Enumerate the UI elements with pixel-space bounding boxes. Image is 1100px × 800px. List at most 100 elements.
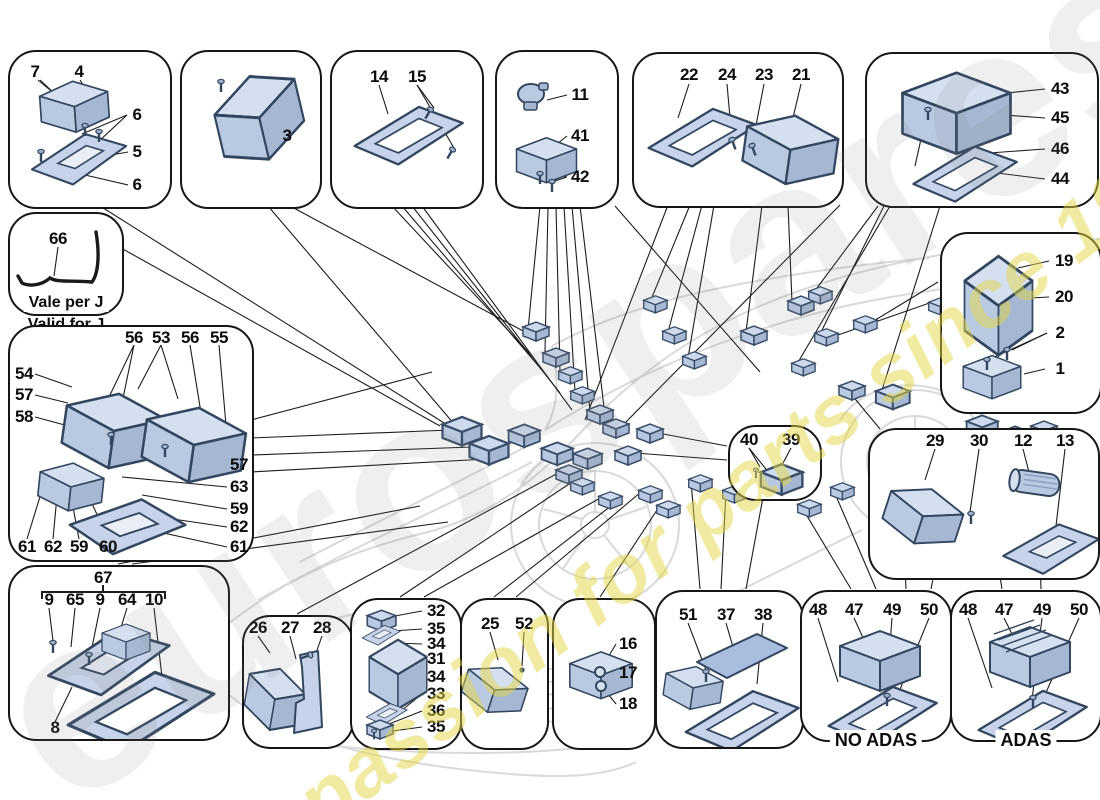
- callout-51: 51: [679, 605, 697, 624]
- panel-11-art: [877, 448, 1098, 575]
- leader-lines: [99, 204, 1042, 615]
- callout-45: 45: [1051, 108, 1069, 127]
- callout-29: 29: [926, 431, 944, 450]
- callout-16: 16: [619, 634, 637, 653]
- callout-55: 55: [210, 328, 228, 347]
- callout-34: 34: [427, 667, 445, 686]
- callout-64: 64: [118, 590, 136, 609]
- callout-34: 34: [427, 634, 445, 653]
- callout-21: 21: [792, 65, 810, 84]
- callout-57: 57: [230, 455, 248, 474]
- callout-47: 47: [995, 600, 1013, 619]
- callout-66: 66: [49, 229, 67, 248]
- callout-25: 25: [481, 614, 499, 633]
- callout-30: 30: [970, 431, 988, 450]
- callout-24: 24: [718, 65, 736, 84]
- callout-47: 47: [845, 600, 863, 619]
- panel-17-art: [660, 622, 800, 747]
- callout-56: 56: [125, 328, 143, 347]
- callout-26: 26: [249, 618, 267, 637]
- callout-52: 52: [515, 614, 533, 633]
- parts-panel-9: 19 20 2 1: [940, 232, 1100, 414]
- callout-50: 50: [1070, 600, 1088, 619]
- callout-49: 49: [883, 600, 901, 619]
- callout-6: 6: [132, 105, 142, 124]
- callout-23: 23: [755, 65, 773, 84]
- callout-7: 7: [30, 62, 40, 81]
- callout-8: 8: [50, 718, 60, 737]
- callout-56: 56: [181, 328, 199, 347]
- callout-32: 32: [427, 601, 445, 620]
- parts-panel-2: 3: [180, 50, 322, 209]
- callout-1: 1: [1055, 359, 1065, 378]
- parts-panel-14: 32 35 34 31 34 33 36 35: [350, 598, 462, 750]
- callout-43: 43: [1051, 79, 1069, 98]
- panel-1-art: [28, 78, 130, 189]
- callout-59: 59: [70, 537, 88, 556]
- panel-5-art: [647, 83, 842, 192]
- callout-62: 62: [230, 517, 248, 536]
- adas-label: ADAS: [995, 730, 1057, 751]
- callout-4: 4: [74, 62, 84, 81]
- panel-8-art: [26, 344, 250, 560]
- parts-panel-18-no-adas: 48 47 49 50 NO ADAS: [800, 590, 952, 751]
- callout-65: 65: [66, 590, 84, 609]
- callout-42: 42: [571, 167, 589, 186]
- panel-15-art: [462, 631, 533, 723]
- parts-panel-4: 11 41 42: [495, 50, 619, 209]
- callout-10: 10: [145, 590, 163, 609]
- callout-39: 39: [782, 430, 800, 449]
- callout-36: 36: [427, 701, 445, 720]
- callout-18: 18: [619, 694, 637, 713]
- panel-6-art: [901, 71, 1046, 203]
- panel-12-art: [41, 585, 216, 739]
- callout-40: 40: [740, 430, 758, 449]
- panel-10-art: [748, 447, 804, 496]
- callout-3: 3: [282, 126, 292, 145]
- callout-50: 50: [920, 600, 938, 619]
- callout-61: 61: [18, 537, 36, 556]
- callout-35: 35: [427, 619, 445, 638]
- callout-48: 48: [959, 600, 977, 619]
- parts-panel-17: 51 37 38: [655, 590, 804, 749]
- parts-panel-19-adas: 48 47 49 50 ADAS: [950, 590, 1100, 751]
- parts-panel-6: 43 45 46 44: [865, 52, 1099, 208]
- callout-57: 57: [15, 385, 33, 404]
- callout-28: 28: [313, 618, 331, 637]
- parts-panel-13: 26 27 28: [242, 615, 354, 749]
- parts-panel-15: 25 52: [460, 598, 549, 750]
- callout-33: 33: [427, 684, 445, 703]
- callout-37: 37: [717, 605, 735, 624]
- panel-4-art: [515, 82, 578, 194]
- callout-9: 9: [44, 590, 54, 609]
- parts-panel-1: 7 4 6 5 6: [8, 50, 172, 209]
- callout-38: 38: [754, 605, 772, 624]
- callout-17: 17: [619, 663, 637, 682]
- callout-54: 54: [15, 364, 33, 383]
- callout-12: 12: [1014, 431, 1032, 450]
- panel-3-art: [353, 84, 464, 166]
- callout-58: 58: [15, 407, 33, 426]
- parts-panel-10: 40 39: [728, 425, 822, 501]
- callout-59: 59: [230, 499, 248, 518]
- callout-61: 61: [230, 537, 248, 556]
- callout-9: 9: [95, 590, 105, 609]
- callout-49: 49: [1033, 600, 1051, 619]
- parts-panel-8: 56 53 56 55 54 57 58 57 63 59 62 61 61 6…: [8, 325, 254, 562]
- parts-panel-11: 29 30 12 13: [868, 428, 1100, 580]
- callout-35: 35: [427, 717, 445, 736]
- panel-18-art: [817, 617, 938, 740]
- callout-63: 63: [230, 477, 248, 496]
- callout-46: 46: [1051, 139, 1069, 158]
- callout-6: 6: [132, 175, 142, 194]
- panel-13-art: [244, 635, 323, 742]
- parts-panel-7-valid-for-j: 66 Vale per J Valid for J: [8, 212, 124, 334]
- callout-19: 19: [1055, 251, 1073, 270]
- callout-67: 67: [94, 568, 112, 587]
- callout-15: 15: [408, 67, 426, 86]
- callout-27: 27: [281, 618, 299, 637]
- parts-panel-16: 16 17 18: [552, 598, 656, 750]
- panel-14-art: [361, 609, 428, 741]
- callout-53: 53: [152, 328, 170, 347]
